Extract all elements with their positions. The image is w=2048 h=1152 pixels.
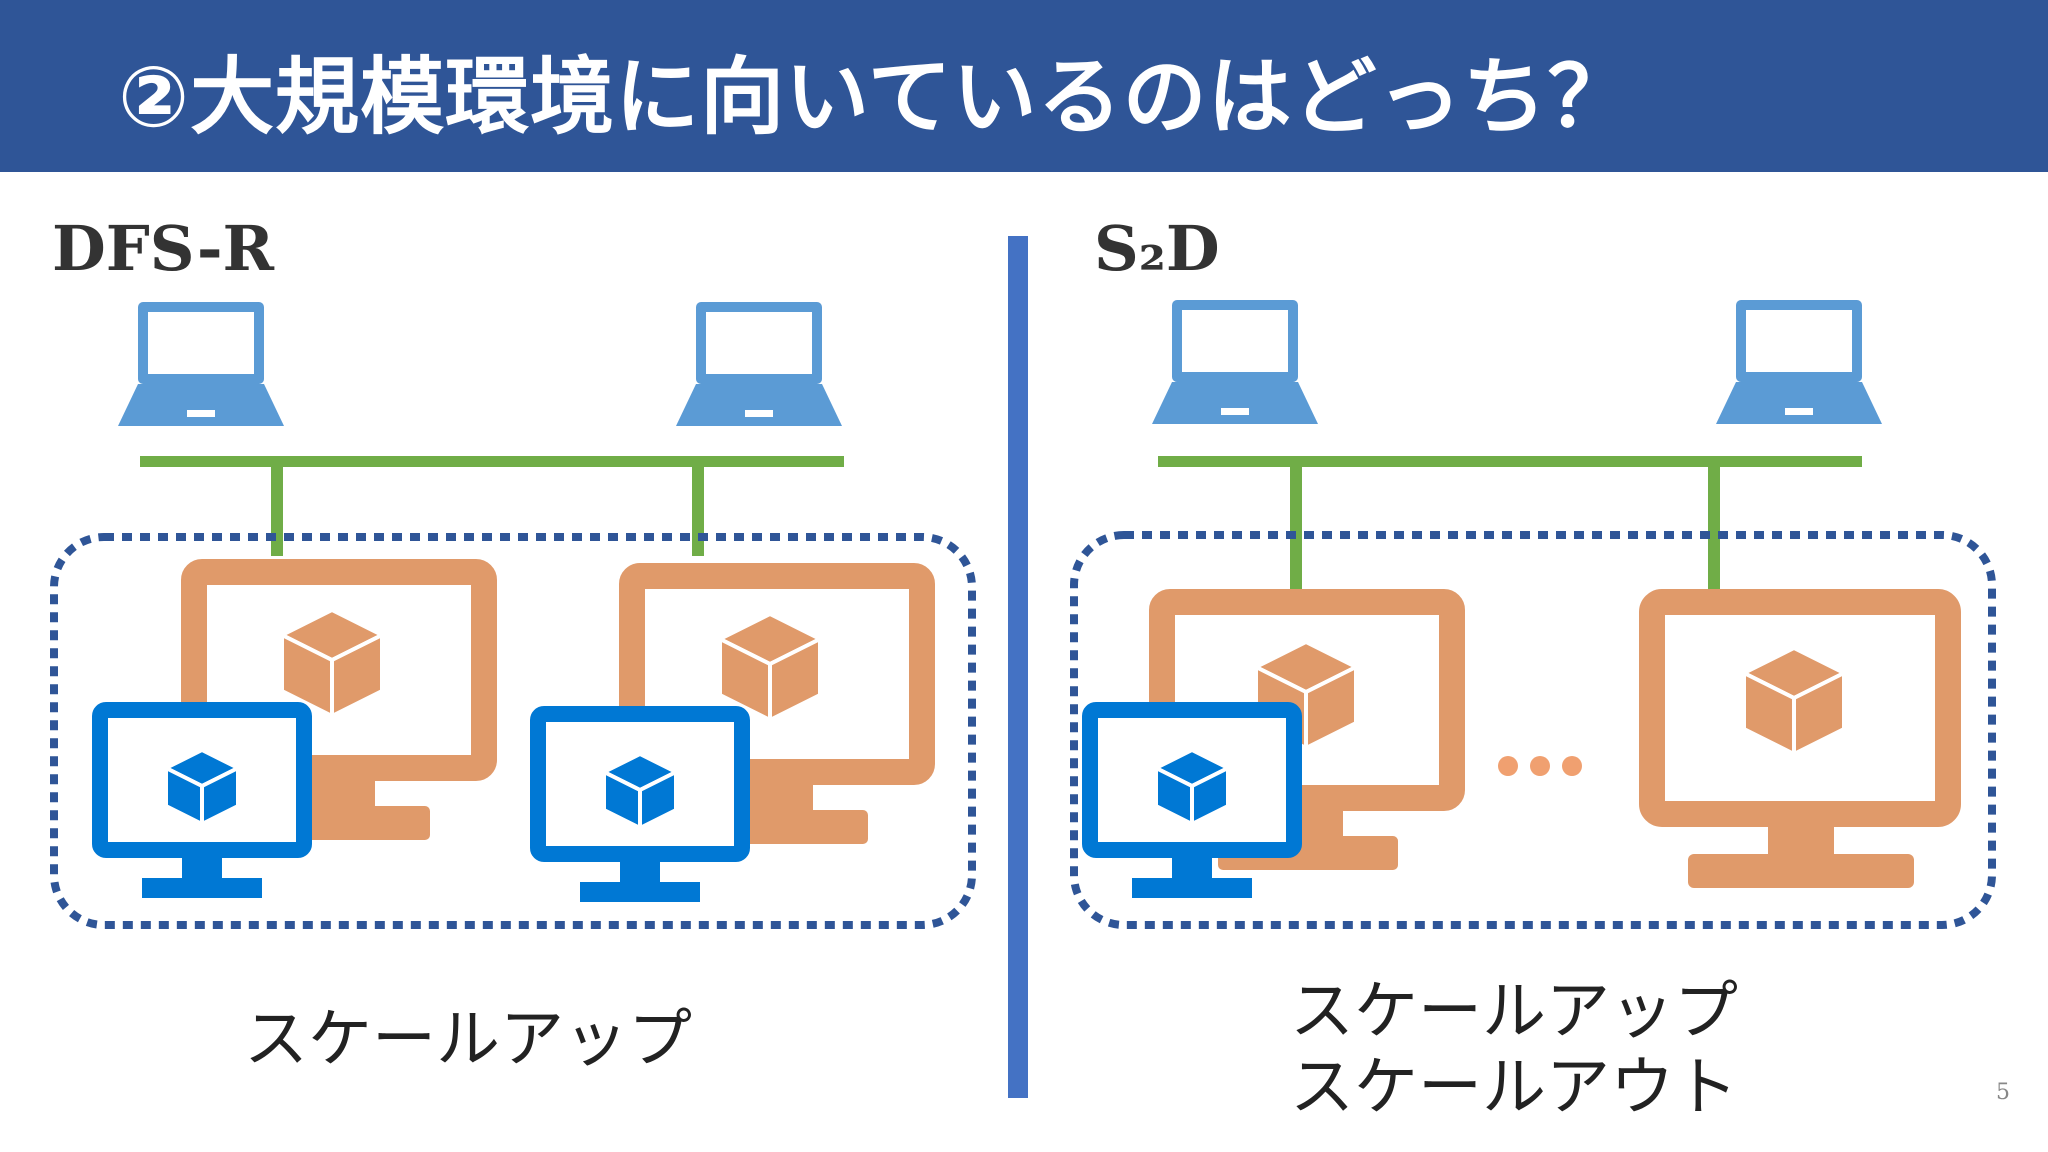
laptop-icon [1716, 300, 1882, 424]
caption-dfs-r: スケールアップ [244, 1003, 692, 1077]
laptop-icon [1152, 300, 1318, 424]
network-bus [140, 456, 844, 467]
network-link [692, 466, 704, 556]
network-link [1708, 466, 1720, 596]
vm-monitor-icon [100, 710, 304, 898]
laptop-icon [676, 302, 842, 426]
cube-icon [718, 612, 822, 722]
network-link [271, 466, 283, 556]
panel-divider [1008, 236, 1028, 1098]
cluster-boundary [1070, 531, 1996, 929]
laptop-icon [118, 302, 284, 426]
caption-s2d-line2: スケールアウト [1290, 1051, 1738, 1125]
slide-title: ②大規模環境に向いているのはどっち？ [118, 48, 1633, 146]
network-bus [1158, 456, 1862, 467]
cube-icon [280, 608, 384, 718]
caption-s2d-line1: スケールアップ [1290, 975, 1738, 1049]
network-link [1290, 466, 1302, 590]
label-s2d: S₂D [1094, 212, 1220, 285]
ellipsis-icon [1498, 756, 1582, 776]
page-number: 5 [1996, 1080, 2010, 1105]
host-server-icon [1639, 589, 1961, 888]
title-bar: ②大規模環境に向いているのはどっち？ [0, 0, 2048, 172]
label-dfs-r: DFS-R [52, 212, 275, 285]
cube-icon [1742, 646, 1846, 756]
vm-monitor-icon [538, 714, 742, 902]
